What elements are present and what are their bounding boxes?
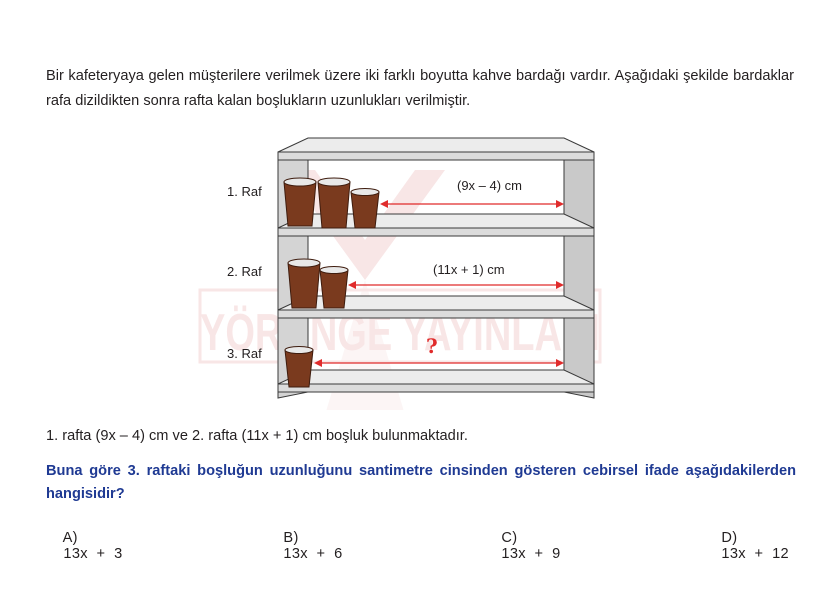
gap-arrow-shelf-3 — [314, 359, 564, 367]
gap-label-shelf-1: (9x – 4) cm — [457, 178, 523, 193]
gap-arrow-shelf-1 — [380, 200, 564, 208]
shelf-label-2: 2. Raf — [227, 264, 262, 279]
given-statement: 1. rafta (9x – 4) cm ve 2. rafta (11x + … — [46, 428, 468, 444]
option-a[interactable]: A) 13x + 3 — [46, 514, 123, 578]
cup-small — [284, 346, 314, 388]
gap-arrow-shelf-2 — [348, 281, 564, 289]
option-b-letter: B) — [283, 530, 299, 546]
bookcase — [277, 137, 595, 399]
option-a-letter: A) — [62, 530, 78, 546]
gap-question-mark: ? — [426, 334, 438, 358]
option-b[interactable]: B) 13x + 6 — [266, 514, 343, 578]
answer-options: A) 13x + 3 B) 13x + 6 C) 13x + 9 D) 13x … — [46, 514, 796, 562]
cup-small — [319, 266, 349, 309]
shelf-label-3: 3. Raf — [227, 346, 262, 361]
cup-large — [317, 177, 351, 229]
cup-large — [283, 177, 317, 227]
option-d-letter: D) — [721, 530, 738, 546]
cup-small — [350, 188, 380, 229]
cup-large — [287, 258, 321, 309]
shelf-illustration: YÖRÜNGE YAYINLARI — [198, 137, 602, 410]
shelf-figure: YÖRÜNGE YAYINLARI — [190, 130, 610, 410]
gap-label-shelf-2: (11x + 1) cm — [433, 262, 505, 277]
question-stem: Buna göre 3. raftaki boşluğun uzunluğunu… — [46, 463, 796, 502]
option-d[interactable]: D) 13x + 12 — [704, 514, 789, 578]
option-c-letter: C) — [501, 530, 518, 546]
option-a-text: 13x + 3 — [63, 546, 123, 562]
option-c[interactable]: C) 13x + 9 — [484, 514, 561, 578]
shelf-label-1: 1. Raf — [227, 184, 262, 199]
option-d-text: 13x + 12 — [721, 546, 789, 562]
option-b-text: 13x + 6 — [283, 546, 343, 562]
intro-paragraph: Bir kafeteryaya gelen müşterilere verilm… — [46, 68, 794, 109]
option-c-text: 13x + 9 — [501, 546, 561, 562]
